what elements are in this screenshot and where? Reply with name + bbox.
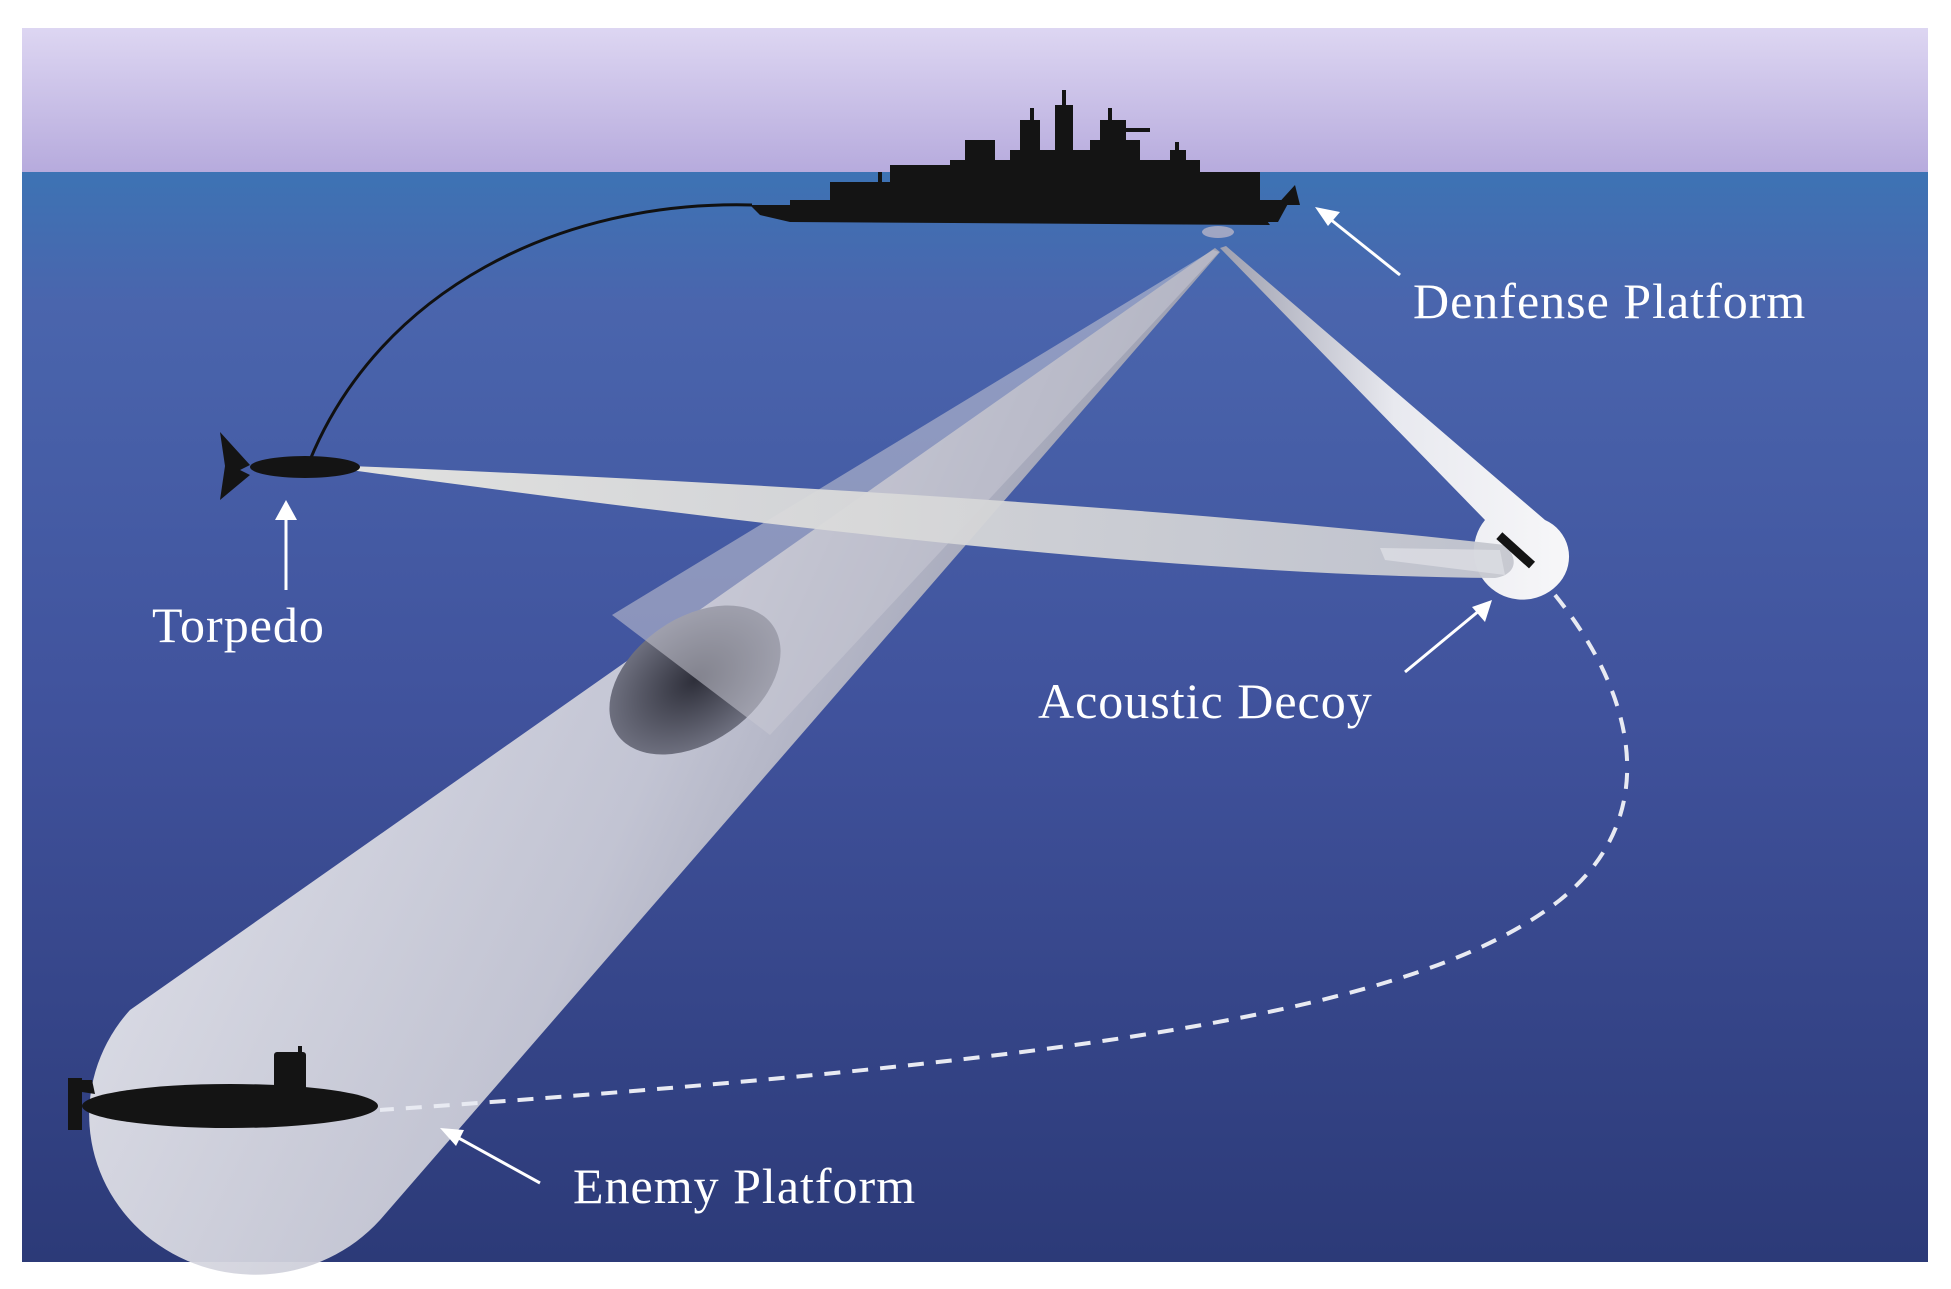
submarine-icon (68, 1046, 378, 1130)
defense-platform-label: Denfense Platform (1413, 273, 1806, 329)
torpedo-seeker-beam (350, 466, 1514, 578)
decoy-trajectory-dashed (379, 593, 1630, 1112)
arrow-defense-platform (1315, 207, 1401, 277)
arrow-acoustic-decoy (1404, 600, 1492, 674)
arrow-enemy-platform (440, 1128, 541, 1185)
warship-icon (750, 90, 1300, 225)
torpedo-icon (220, 432, 360, 500)
arrow-torpedo (275, 500, 297, 590)
torpedo-tether-line (308, 203, 753, 461)
decoy-icon (1496, 532, 1536, 569)
sonar-beam-to-decoy (1220, 246, 1570, 600)
enemy-platform-label: Enemy Platform (573, 1158, 916, 1214)
acoustic-decoy-label: Acoustic Decoy (1038, 673, 1373, 729)
ship-sonar-emitter (1202, 226, 1234, 238)
torpedo-label: Torpedo (152, 597, 325, 653)
